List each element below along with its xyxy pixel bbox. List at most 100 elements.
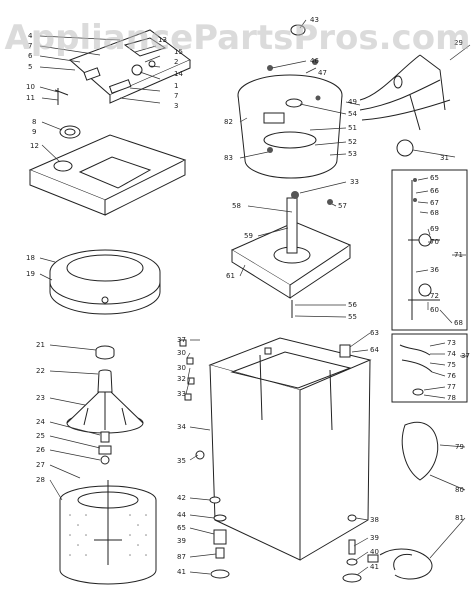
callout-label: 15 <box>174 48 183 56</box>
callout-label: 59 <box>244 232 253 240</box>
wash-basket <box>59 480 157 585</box>
callout-label: 70 <box>430 238 439 246</box>
top-cover <box>28 134 187 216</box>
callout-label: 87 <box>177 553 186 561</box>
callout-label: 41 <box>177 568 186 576</box>
cabinet <box>208 337 372 561</box>
callout-label: 78 <box>447 394 456 402</box>
callout-label: 43 <box>310 16 319 24</box>
callout-label: 66 <box>430 187 439 195</box>
callout-label: 35 <box>177 457 186 465</box>
callout-label: 73 <box>447 339 456 347</box>
callout-label: 52 <box>348 138 357 146</box>
knob-8 <box>59 125 81 139</box>
wire-harness <box>359 54 451 157</box>
callout-label: 60 <box>430 306 439 314</box>
callout-label: 40 <box>370 548 379 556</box>
callout-label: 7 <box>28 42 32 50</box>
callout-label: 68 <box>430 209 439 217</box>
callout-label: 80 <box>455 486 464 494</box>
callout-label: 44 <box>177 511 186 519</box>
callout-label: 56 <box>348 301 357 309</box>
callout-label: 83 <box>224 154 233 162</box>
callout-label: 32 <box>177 375 186 383</box>
callout-label: 28 <box>36 476 45 484</box>
callout-label: 3 <box>174 102 178 110</box>
callout-label: 30 <box>177 364 186 372</box>
callout-label: 37 <box>461 352 470 360</box>
callout-label: 1 <box>174 82 178 90</box>
callout-label: 30 <box>177 349 186 357</box>
callout-label: 51 <box>348 124 357 132</box>
motor-mount <box>230 191 352 318</box>
leader-lines <box>39 19 471 576</box>
callout-label: 39 <box>370 534 379 542</box>
callout-label: 2 <box>174 58 178 66</box>
callout-label: 61 <box>226 272 235 280</box>
callout-label: 46 <box>310 57 319 65</box>
hardware-right-column <box>339 344 362 583</box>
callout-label: 19 <box>26 270 35 278</box>
callout-label: 67 <box>430 199 439 207</box>
callout-label: 4 <box>28 32 33 40</box>
callout-label: 75 <box>447 361 456 369</box>
callout-label: 10 <box>26 83 35 91</box>
callout-label: 18 <box>26 254 35 262</box>
agitator-barrel <box>97 369 113 393</box>
callout-label: 36 <box>430 266 439 274</box>
callout-labels: 4 7 6 5 10 11 8 9 12 13 15 2 14 1 7 3 18… <box>26 16 470 576</box>
callout-label: 79 <box>455 443 464 451</box>
callout-label: 13 <box>158 36 167 44</box>
callout-label: 6 <box>28 52 33 60</box>
agitator <box>66 391 144 465</box>
callout-label: 76 <box>447 372 456 380</box>
callout-label: 72 <box>430 292 439 300</box>
callout-label: 58 <box>232 202 241 210</box>
callout-label: 29 <box>454 39 463 47</box>
callout-label: 14 <box>174 70 183 78</box>
drain-hose <box>367 421 439 580</box>
callout-label: 24 <box>36 418 45 426</box>
callout-label: 77 <box>447 383 456 391</box>
callout-label: 47 <box>318 69 327 77</box>
callout-label: 23 <box>36 394 45 402</box>
callout-label: 33 <box>177 390 186 398</box>
outer-tub <box>237 24 343 179</box>
callout-label: 65 <box>177 524 186 532</box>
tub-ring <box>49 249 161 315</box>
control-console <box>54 29 191 105</box>
callout-label: 69 <box>430 225 439 233</box>
callout-label: 63 <box>370 329 379 337</box>
callout-label: 9 <box>32 128 36 136</box>
callout-label: 57 <box>338 202 347 210</box>
callout-label: 12 <box>30 142 39 150</box>
callout-label: 37 <box>177 336 186 344</box>
callout-label: 27 <box>36 461 45 469</box>
callout-label: 7 <box>174 92 178 100</box>
callout-label: 26 <box>36 446 45 454</box>
callout-label: 65 <box>430 174 439 182</box>
callout-label: 74 <box>447 350 456 358</box>
callout-label: 53 <box>348 150 357 158</box>
callout-label: 71 <box>454 251 463 259</box>
callout-label: 39 <box>177 537 186 545</box>
callout-label: 49 <box>348 98 357 106</box>
callout-label: 5 <box>28 63 32 71</box>
callout-label: 68 <box>454 319 463 327</box>
callout-label: 82 <box>224 118 233 126</box>
callout-label: 41 <box>370 563 379 571</box>
agitator-cap <box>95 345 115 360</box>
callout-label: 64 <box>370 346 379 354</box>
callout-label: 31 <box>440 154 449 162</box>
callout-label: 8 <box>32 118 36 126</box>
callout-label: 33 <box>350 178 359 186</box>
callout-label: 34 <box>177 423 186 431</box>
callout-label: 55 <box>348 313 357 321</box>
part-box-lower <box>391 333 468 403</box>
callout-label: 54 <box>348 110 357 118</box>
callout-label: 11 <box>26 94 35 102</box>
callout-label: 42 <box>177 494 186 502</box>
callout-label: 81 <box>455 514 464 522</box>
callout-label: 38 <box>370 516 379 524</box>
